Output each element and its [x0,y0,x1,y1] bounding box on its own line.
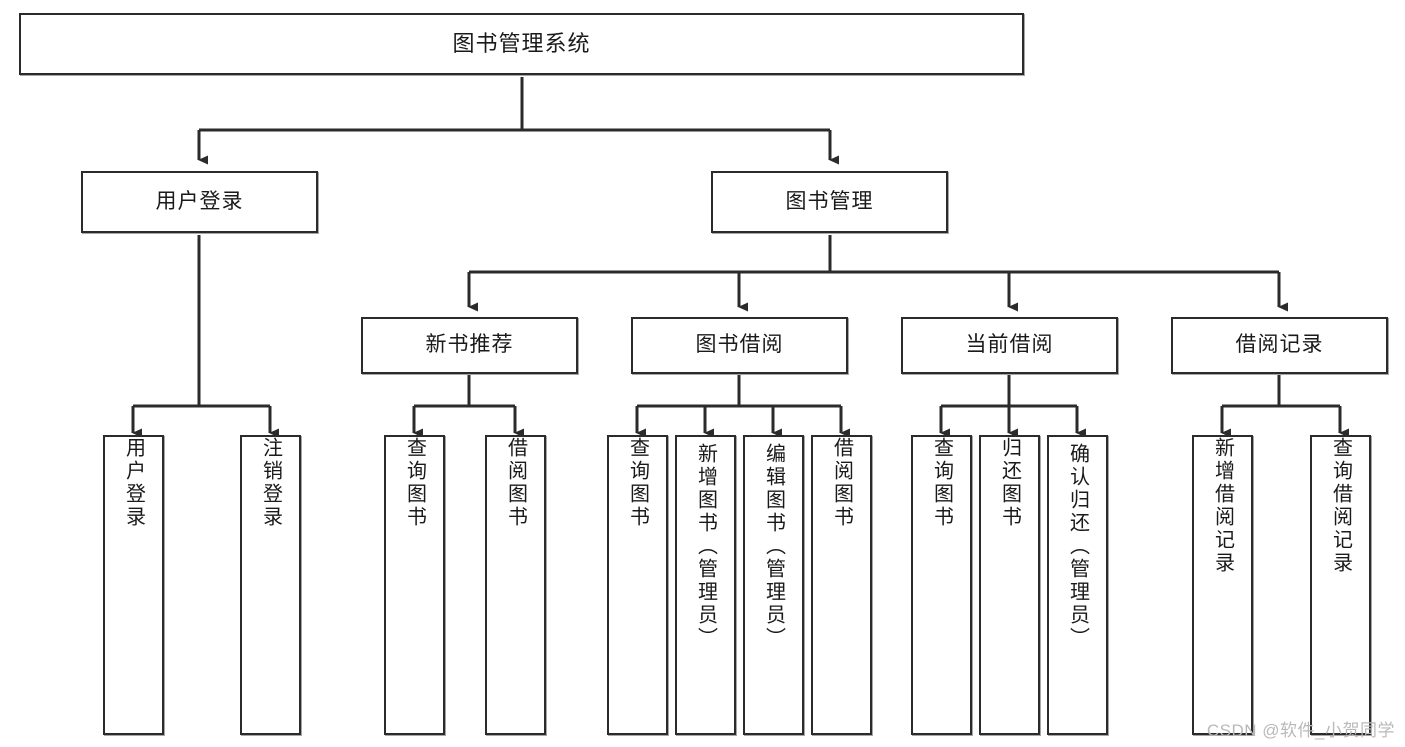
node-book-manage[interactable]: 图书管理 [711,171,948,233]
csdn-watermark: CSDN @软件_小贺同学 [1206,721,1395,740]
node-label: 当前借阅 [965,333,1054,357]
node-user-login[interactable]: 用户登录 [81,171,318,233]
leaf-label: 借阅图书 [504,437,527,529]
node-book-management-system[interactable]: 图书管理系统 [19,13,1024,75]
leaf-label: 查询借阅记录 [1329,437,1352,575]
node-current-borrow[interactable]: 当前借阅 [901,317,1118,374]
leaf-label: 新增借阅记录 [1211,437,1234,575]
leaf-add-borrow-record[interactable]: 新增借阅记录 [1192,435,1253,735]
node-label: 借阅记录 [1235,333,1324,357]
node-label: 图书借阅 [695,333,784,357]
leaf-query-book-borrow[interactable]: 查询图书 [607,435,668,735]
leaf-return-book[interactable]: 归还图书 [979,435,1040,735]
leaf-label: 新增图书（管理员） [694,443,717,650]
node-label: 图书管理 [785,189,874,213]
leaf-add-book[interactable]: 新增图书（管理员） [675,435,736,735]
node-borrow-record[interactable]: 借阅记录 [1171,317,1388,374]
leaf-confirm-return[interactable]: 确认归还（管理员） [1047,435,1108,735]
leaf-user-login[interactable]: 用户登录 [103,435,164,735]
leaf-label: 归还图书 [998,437,1021,529]
node-label: 新书推荐 [425,333,514,357]
leaf-borrow-book[interactable]: 借阅图书 [811,435,872,735]
leaf-query-book-recommend[interactable]: 查询图书 [384,435,445,735]
leaf-label: 编辑图书（管理员） [762,443,785,650]
leaf-label: 借阅图书 [830,437,853,529]
leaf-label: 查询图书 [626,437,649,529]
leaf-label: 注销登录 [259,437,282,529]
node-book-borrow[interactable]: 图书借阅 [631,317,848,374]
leaf-query-borrow-record[interactable]: 查询借阅记录 [1310,435,1371,735]
leaf-query-book-current[interactable]: 查询图书 [911,435,972,735]
leaf-borrow-book-recommend[interactable]: 借阅图书 [485,435,546,735]
leaf-label: 查询图书 [403,437,426,529]
node-label: 用户登录 [155,189,244,213]
leaf-edit-book[interactable]: 编辑图书（管理员） [743,435,804,735]
node-new-book-recommend[interactable]: 新书推荐 [361,317,578,374]
node-label: 图书管理系统 [452,31,591,57]
leaf-label: 用户登录 [122,437,145,529]
leaf-label: 查询图书 [930,437,953,529]
leaf-logout[interactable]: 注销登录 [240,435,301,735]
leaf-label: 确认归还（管理员） [1066,443,1089,650]
